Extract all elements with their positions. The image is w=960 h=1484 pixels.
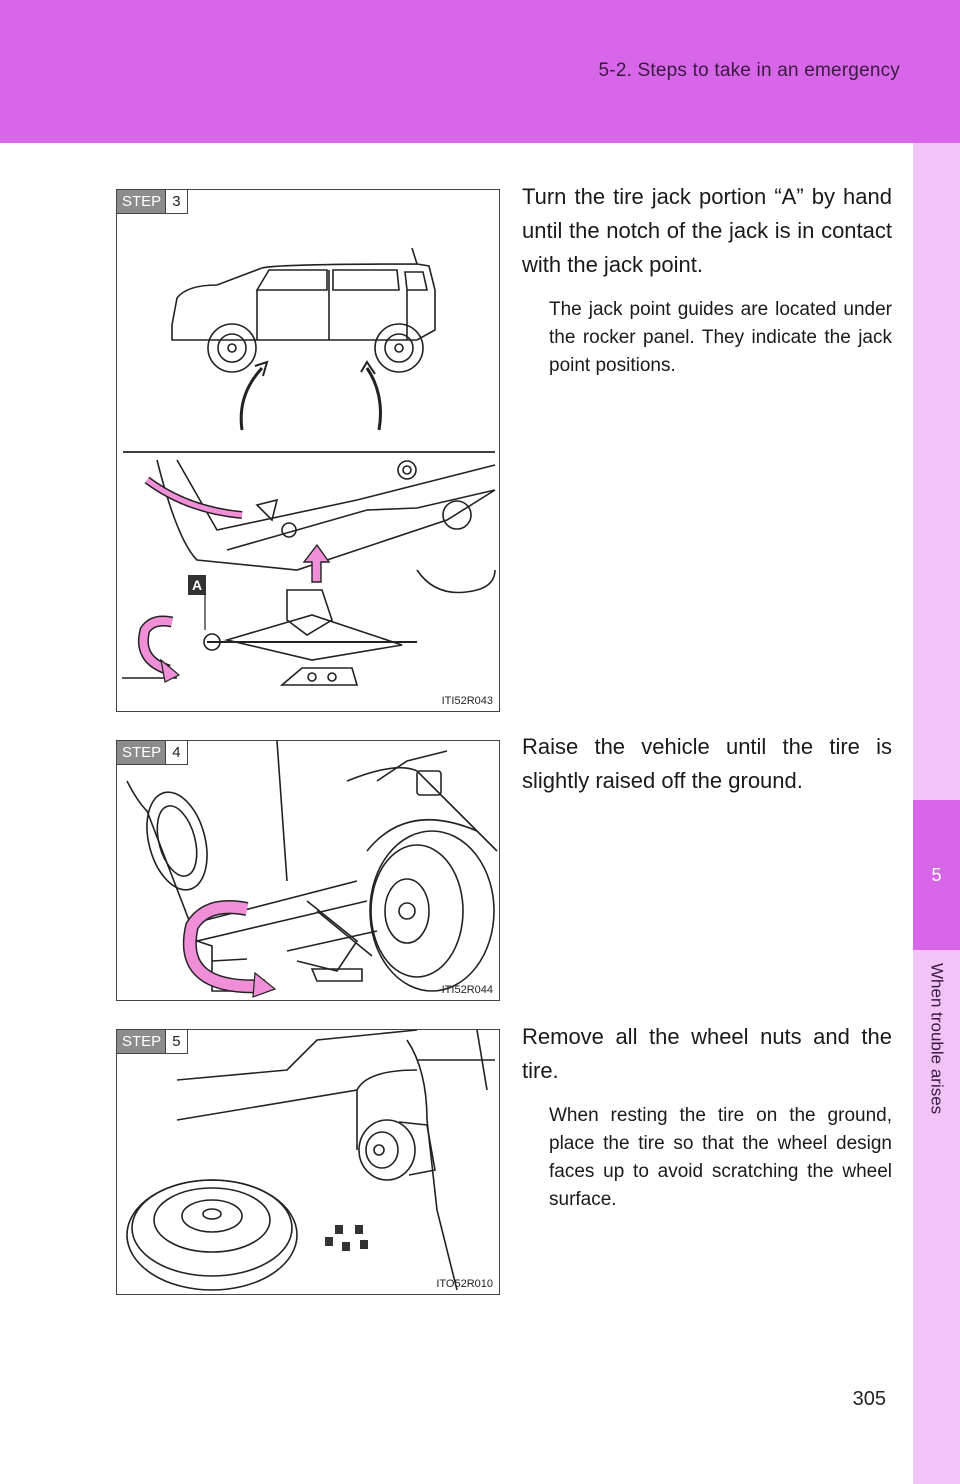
page-number: 305 <box>852 1388 886 1410</box>
figure-code: ITI52R044 <box>441 984 493 996</box>
step-5-text: Remove all the wheel nuts and the tire. … <box>522 1020 892 1214</box>
jack-point-illustration: A <box>122 247 496 686</box>
figure-code: ITO52R010 <box>436 1278 493 1290</box>
step-4-text: Raise the vehicle until the tire is slig… <box>522 730 892 798</box>
chapter-label: When trouble arises <box>927 963 947 1115</box>
figure-code: ITI52R043 <box>441 695 493 707</box>
step-3-text: Turn the tire jack portion “A” by hand u… <box>522 180 892 380</box>
step-number: 3 <box>165 190 188 214</box>
step-5-figure: STEP 5 ITO52R010 <box>116 1029 500 1295</box>
step-3-instruction: Turn the tire jack portion “A” by hand u… <box>522 184 892 277</box>
chapter-number: 5 <box>931 864 942 885</box>
raise-vehicle-illustration <box>126 741 498 998</box>
step-5-badge: STEP 5 <box>117 1030 188 1054</box>
step-5-instruction: Remove all the wheel nuts and the tire. <box>522 1024 892 1083</box>
page-header: 5-2. Steps to take in an emergency <box>0 0 960 143</box>
section-title: 5-2. Steps to take in an emergency <box>598 60 900 81</box>
remove-tire-illustration <box>126 1030 495 1291</box>
step-number: 4 <box>165 741 188 765</box>
callout-a-label: A <box>192 577 202 593</box>
step-label: STEP <box>117 741 166 765</box>
chapter-label-tab[interactable]: When trouble arises <box>913 955 960 1155</box>
step-label: STEP <box>117 1030 166 1054</box>
step-4-badge: STEP 4 <box>117 741 188 765</box>
step-number: 5 <box>165 1030 188 1054</box>
step-label: STEP <box>117 190 166 214</box>
step-5-note: When resting the tire on the ground, pla… <box>549 1105 892 1210</box>
step-3-note: The jack point guides are located under … <box>549 299 892 376</box>
step-3-badge: STEP 3 <box>117 190 188 214</box>
step-3-figure: STEP 3 <box>116 189 500 712</box>
chapter-number-tab[interactable]: 5 <box>913 800 960 950</box>
step-4-instruction: Raise the vehicle until the tire is slig… <box>522 734 892 793</box>
step-4-figure: STEP 4 ITI52R044 <box>116 740 500 1001</box>
